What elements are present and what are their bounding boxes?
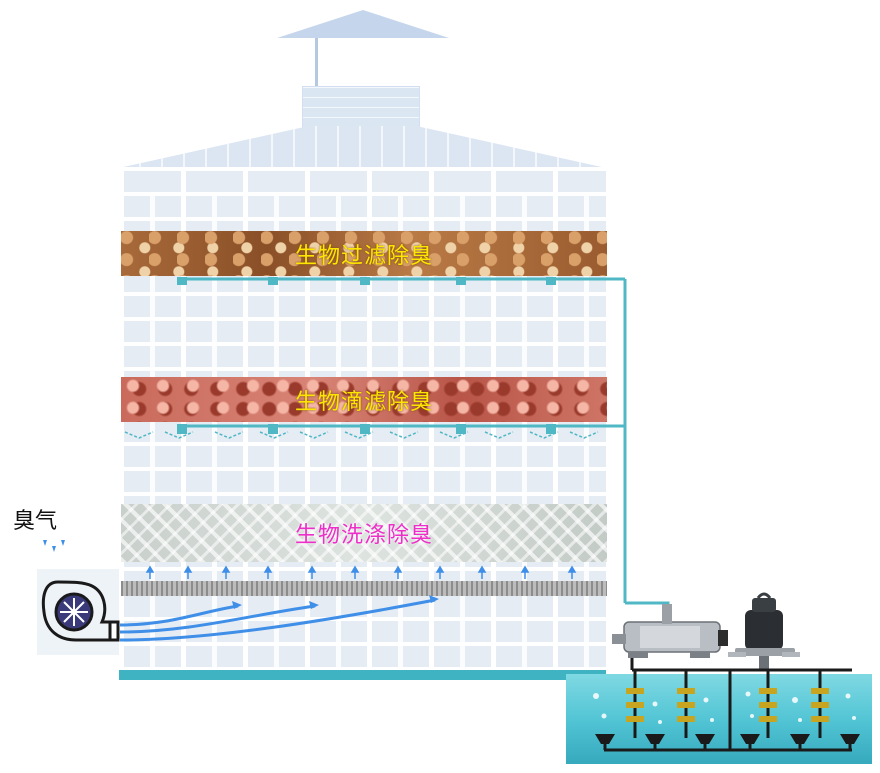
diffuser-heads bbox=[595, 734, 860, 750]
pipe-couplings bbox=[626, 688, 829, 722]
aerator-icon bbox=[728, 592, 800, 670]
distribution-grid-plate bbox=[121, 581, 607, 596]
spray-pipe-upper bbox=[177, 277, 625, 285]
chimney-pole bbox=[315, 38, 318, 86]
airflow-arrowheads bbox=[232, 595, 439, 609]
chimney-cap bbox=[277, 10, 449, 38]
tank-manifold bbox=[604, 658, 852, 752]
layer-label-bio-scrubbing: 生物洗涤除臭 bbox=[294, 523, 433, 548]
layer-bio-scrubbing: 生物洗涤除臭 bbox=[121, 504, 607, 562]
layer-bio-trickling: 生物滴滤除臭 bbox=[121, 377, 607, 422]
layer-label-bio-filtration: 生物过滤除臭 bbox=[294, 243, 433, 269]
circulation-pipe bbox=[623, 279, 670, 618]
airflow-arrows bbox=[119, 598, 436, 642]
fan-icon bbox=[41, 580, 120, 642]
layer-bio-filtration: 生物过滤除臭 bbox=[121, 231, 607, 276]
spray-pipe-lower bbox=[124, 424, 625, 439]
odor-inlet-label: 臭气 bbox=[13, 509, 58, 534]
pump-icon bbox=[612, 604, 728, 658]
air-bubbles bbox=[593, 691, 856, 724]
layer-label-bio-trickling: 生物滴滤除臭 bbox=[294, 389, 433, 415]
tower-base bbox=[119, 670, 606, 680]
upflow-arrows bbox=[145, 565, 577, 579]
odor-droplets-icon bbox=[43, 540, 65, 552]
